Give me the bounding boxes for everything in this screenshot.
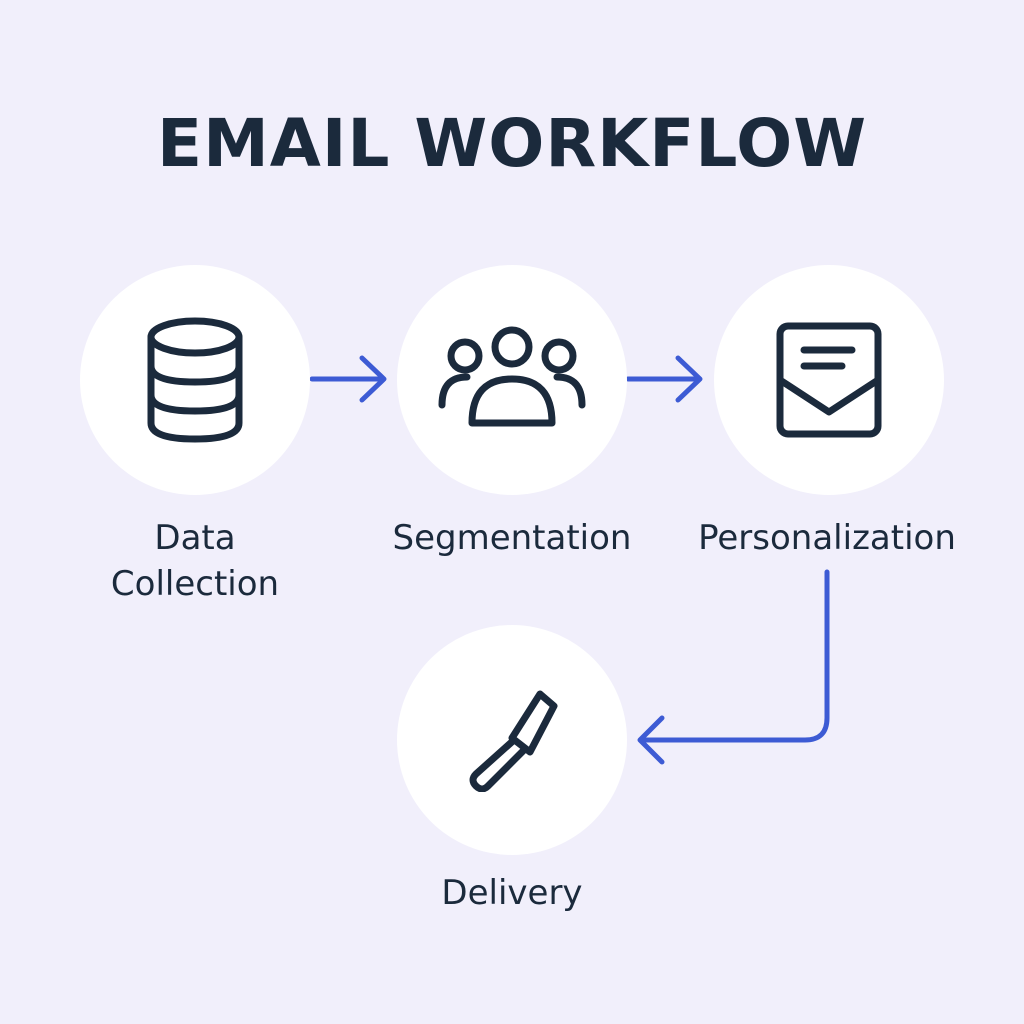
trowel-icon — [469, 690, 558, 792]
step-personalization-node — [714, 265, 944, 495]
step-segmentation-label: Segmentation — [392, 518, 632, 558]
step-data-collection-node — [80, 265, 310, 495]
diagram-title: EMAIL WORKFLOW — [157, 105, 867, 182]
database-icon — [147, 317, 243, 443]
arrow-personalization-to-delivery — [637, 569, 830, 765]
users-group-icon — [438, 326, 586, 427]
step-segmentation-node — [397, 265, 627, 495]
step-delivery-node — [397, 625, 627, 855]
step-personalization-label: Personalization — [698, 518, 956, 558]
arrow-data-to-segmentation — [309, 355, 387, 403]
envelope-icon — [776, 322, 882, 438]
step-delivery-label: Delivery — [441, 873, 583, 913]
arrow-segmentation-to-personalization — [625, 355, 703, 403]
step-data-collection-label: Data Collection — [110, 518, 280, 604]
